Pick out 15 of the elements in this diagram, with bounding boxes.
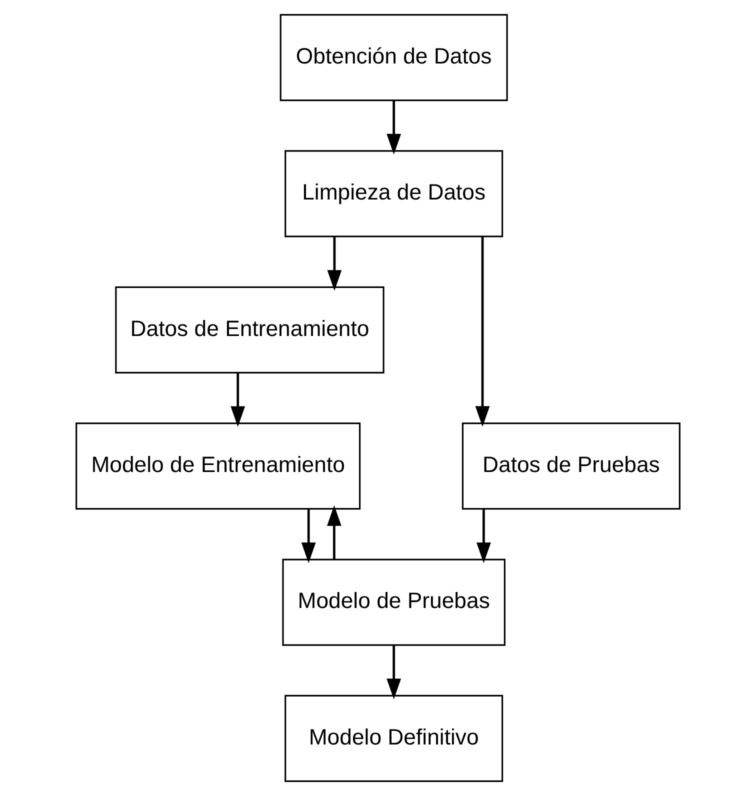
- arrow: [386, 100, 402, 155]
- node-box: Limpieza de Datos: [284, 150, 504, 238]
- arrow: [230, 373, 246, 427]
- node-box: Modelo de Pruebas: [282, 558, 506, 646]
- arrow: [476, 509, 491, 564]
- node-box: Datos de Entrenamiento: [115, 286, 384, 374]
- arrow: [327, 236, 342, 291]
- node-box: Obtención de Datos: [280, 14, 508, 102]
- arrow: [386, 645, 402, 700]
- arrow: [475, 236, 490, 427]
- node-box: Datos de Pruebas: [462, 422, 680, 510]
- node-box: Modelo Definitivo: [284, 694, 504, 782]
- arrow: [301, 509, 316, 564]
- node-box: Modelo de Entrenamiento: [76, 422, 361, 510]
- arrow: [326, 505, 342, 560]
